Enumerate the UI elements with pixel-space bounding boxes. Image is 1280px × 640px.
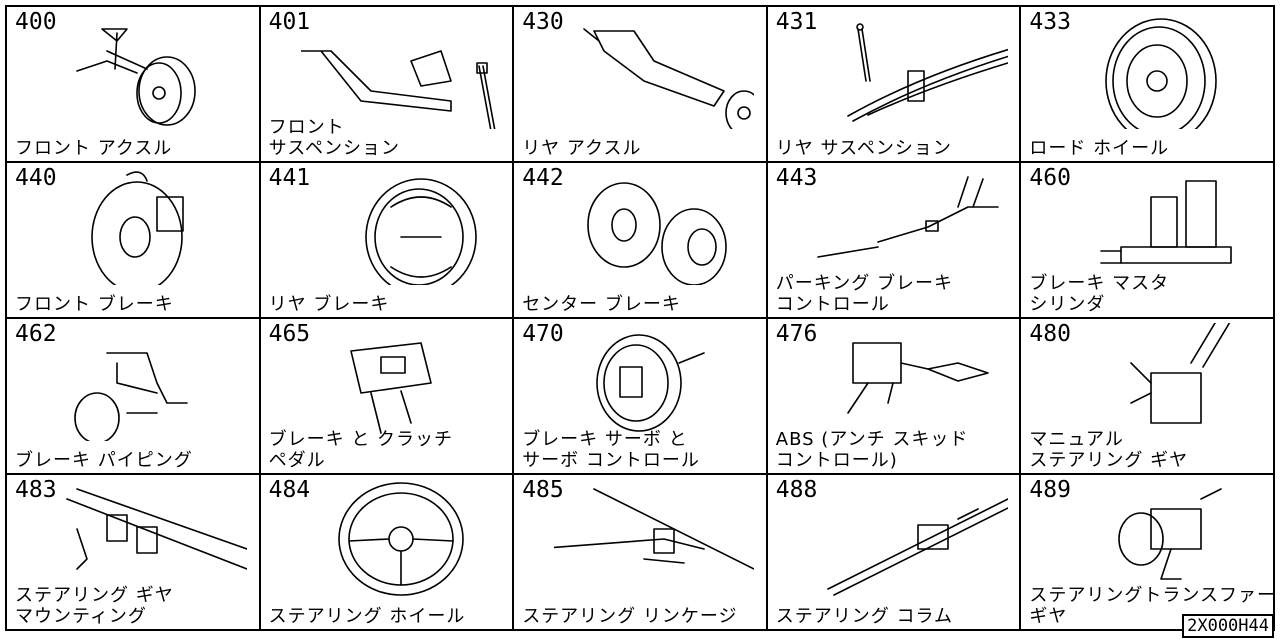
part-number: 460 xyxy=(1029,165,1071,191)
part-number: 433 xyxy=(1029,9,1071,35)
part-name: フロント ブレーキ xyxy=(15,294,174,315)
part-number: 485 xyxy=(522,477,564,503)
part-number: 430 xyxy=(522,9,564,35)
part-number: 476 xyxy=(775,321,818,347)
steering-linkage-icon xyxy=(554,488,755,570)
part-name: パーキング ブレーキ コントロール xyxy=(775,273,953,315)
brake-servo-icon xyxy=(596,334,705,432)
part-number: 484 xyxy=(268,477,311,503)
brake-piping-icon xyxy=(74,352,188,441)
part-name: リヤ アクスル xyxy=(522,138,642,159)
part-number: 483 xyxy=(15,477,57,503)
part-cell-443[interactable]: 443 パーキング ブレーキ コントロール xyxy=(767,163,1022,319)
part-name: ステアリング リンケージ xyxy=(522,606,738,627)
part-number: 470 xyxy=(522,321,564,347)
part-cell-488[interactable]: 488 ステアリング コラム xyxy=(767,475,1022,631)
part-number: 462 xyxy=(15,321,57,347)
part-cell-440[interactable]: 440 フロント ブレーキ xyxy=(7,163,261,319)
part-cell-462[interactable]: 462 ブレーキ パイピング xyxy=(7,319,261,475)
part-name: フロント サスペンション xyxy=(268,117,400,159)
road-wheel-icon xyxy=(1105,18,1218,129)
part-number: 442 xyxy=(522,165,564,191)
parts-index-grid: 400 フロント アクスル 401 フロント サスペンション 430 リヤ アク… xyxy=(5,5,1275,631)
diagram-code: 2X000H44 xyxy=(1182,614,1274,638)
part-name: ブレーキ マスタ シリンダ xyxy=(1029,273,1170,315)
front-brake-icon xyxy=(91,171,184,285)
manual-steering-gear-icon xyxy=(1130,323,1231,424)
part-number: 440 xyxy=(15,165,57,191)
part-cell-476[interactable]: 476 ABS (アンチ スキッド コントロール) xyxy=(767,319,1022,475)
part-name: ブレーキ サーボ と サーボ コントロール xyxy=(522,429,700,471)
front-suspension-icon xyxy=(300,50,496,129)
part-cell-401[interactable]: 401 フロント サスペンション xyxy=(260,7,515,163)
part-number: 401 xyxy=(268,9,311,35)
part-name: マニュアル ステアリング ギヤ xyxy=(1029,429,1189,471)
parking-brake-control-icon xyxy=(816,176,999,258)
part-number: 465 xyxy=(268,321,311,347)
front-axle-icon xyxy=(76,28,196,126)
steering-gear-mounting-icon xyxy=(66,488,247,570)
part-name: センター ブレーキ xyxy=(522,294,681,315)
part-cell-483[interactable]: 483 ステアリング ギヤ マウンティング xyxy=(7,475,261,631)
part-cell-485[interactable]: 485 ステアリング リンケージ xyxy=(514,475,768,631)
part-number: 400 xyxy=(15,9,57,35)
part-cell-465[interactable]: 465 ブレーキ と クラッチ ペダル xyxy=(260,319,515,475)
part-cell-470[interactable]: 470 ブレーキ サーボ と サーボ コントロール xyxy=(514,319,768,475)
part-number: 480 xyxy=(1029,321,1071,347)
part-number: 443 xyxy=(775,165,818,191)
part-number: 441 xyxy=(268,165,311,191)
part-name: ステアリング コラム xyxy=(775,606,953,627)
brake-master-cylinder-icon xyxy=(1100,180,1233,264)
part-cell-484[interactable]: 484 ステアリング ホイール xyxy=(260,475,515,631)
part-number: 431 xyxy=(775,9,818,35)
part-name: ブレーキ パイピング xyxy=(15,450,193,471)
rear-suspension-icon xyxy=(846,23,1008,122)
brake-clutch-pedal-icon xyxy=(349,342,432,434)
part-cell-433[interactable]: 433 ロード ホイール xyxy=(1021,7,1275,163)
part-cell-442[interactable]: 442 センター ブレーキ xyxy=(514,163,768,319)
part-name: ブレーキ と クラッチ ペダル xyxy=(268,429,454,471)
part-name: ABS (アンチ スキッド コントロール) xyxy=(775,429,969,471)
steering-transfer-gear-icon xyxy=(1118,488,1223,580)
part-cell-480[interactable]: 480 マニュアル ステアリング ギヤ xyxy=(1021,319,1275,475)
part-number: 488 xyxy=(775,477,818,503)
part-cell-460[interactable]: 460 ブレーキ マスタ シリンダ xyxy=(1021,163,1275,319)
part-cell-489[interactable]: 489 ステアリングトランスファー ギヤ xyxy=(1021,475,1275,631)
part-cell-400[interactable]: 400 フロント アクスル xyxy=(7,7,261,163)
steering-wheel-icon xyxy=(337,482,464,596)
part-name: ステアリング ホイール xyxy=(268,606,466,627)
part-name: フロント アクスル xyxy=(15,138,173,159)
part-cell-431[interactable]: 431 リヤ サスペンション xyxy=(767,7,1022,163)
steering-column-icon xyxy=(826,498,1008,596)
part-name: リヤ ブレーキ xyxy=(268,294,390,315)
rear-axle-icon xyxy=(583,28,755,129)
part-number: 489 xyxy=(1029,477,1071,503)
part-name: ステアリングトランスファー ギヤ xyxy=(1029,585,1275,627)
rear-brake-icon xyxy=(364,178,477,285)
part-name: ロード ホイール xyxy=(1029,138,1170,159)
abs-icon xyxy=(846,342,989,414)
part-cell-430[interactable]: 430 リヤ アクスル xyxy=(514,7,768,163)
center-brake-icon xyxy=(587,182,727,285)
part-name: ステアリング ギヤ マウンティング xyxy=(15,585,174,627)
part-cell-441[interactable]: 441 リヤ ブレーキ xyxy=(260,163,515,319)
part-name: リヤ サスペンション xyxy=(775,138,952,159)
